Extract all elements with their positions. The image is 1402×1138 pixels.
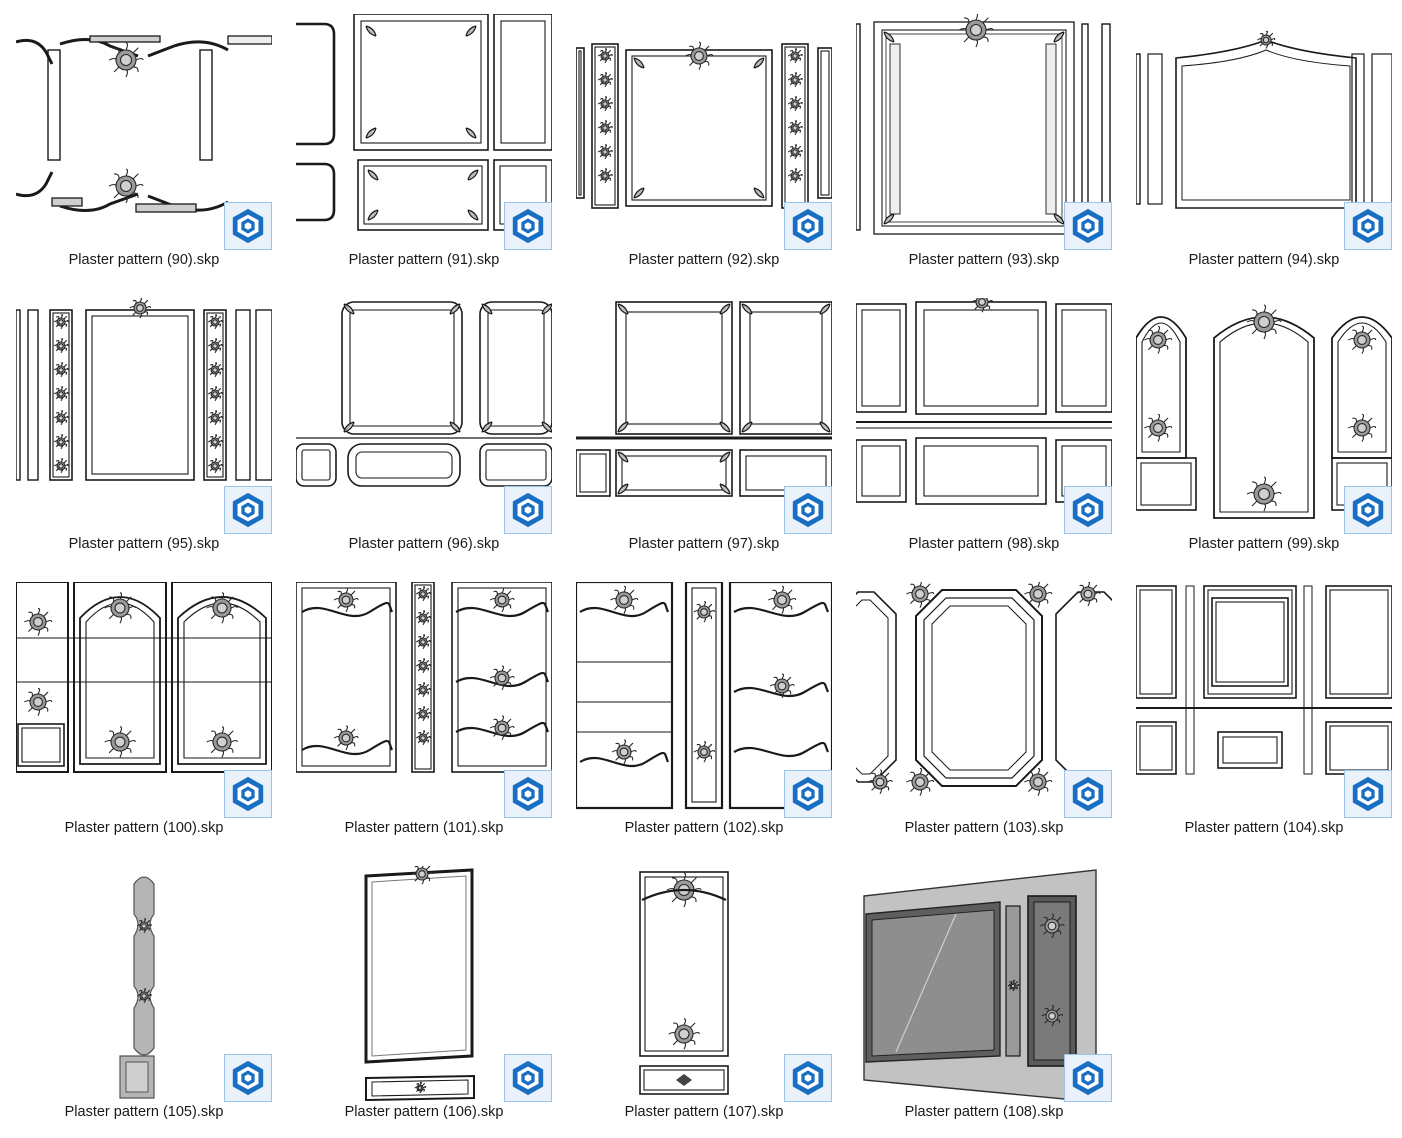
sketchup-file-icon — [224, 202, 272, 250]
plaster-pattern-preview — [856, 582, 1112, 796]
file-name-label[interactable]: Plaster pattern (104).skp — [1184, 820, 1344, 836]
file-tile[interactable]: Plaster pattern (94).skp — [1136, 14, 1392, 286]
sketchup-file-icon — [1064, 202, 1112, 250]
plaster-pattern-preview — [1136, 304, 1392, 519]
file-name-label[interactable]: Plaster pattern (90).skp — [68, 252, 220, 268]
sketchup-file-icon — [784, 486, 832, 534]
file-thumbnail[interactable] — [856, 582, 1112, 818]
file-tile[interactable]: Plaster pattern (101).skp — [296, 582, 552, 854]
plaster-pattern-preview — [296, 582, 552, 773]
file-thumbnail[interactable] — [1136, 298, 1392, 534]
file-thumbnail[interactable] — [16, 866, 272, 1102]
file-name-label[interactable]: Plaster pattern (97).skp — [628, 536, 780, 552]
sketchup-file-icon — [1064, 486, 1112, 534]
sketchup-file-icon — [784, 770, 832, 818]
sketchup-file-icon — [784, 202, 832, 250]
file-thumbnail[interactable] — [296, 582, 552, 818]
file-name-label[interactable]: Plaster pattern (106).skp — [344, 1104, 504, 1120]
file-name-label[interactable]: Plaster pattern (91).skp — [348, 252, 500, 268]
file-thumbnail[interactable] — [856, 298, 1112, 534]
file-thumbnail[interactable] — [576, 866, 832, 1102]
file-name-label[interactable]: Plaster pattern (108).skp — [904, 1104, 1064, 1120]
file-tile[interactable]: Plaster pattern (107).skp — [576, 866, 832, 1138]
file-name-label[interactable]: Plaster pattern (105).skp — [64, 1104, 224, 1120]
sketchup-file-icon — [1344, 486, 1392, 534]
sketchup-file-icon — [1344, 202, 1392, 250]
file-thumbnail[interactable] — [296, 14, 552, 250]
sketchup-file-icon — [1064, 1054, 1112, 1102]
plaster-pattern-preview — [364, 866, 475, 1102]
file-name-label[interactable]: Plaster pattern (95).skp — [68, 536, 220, 552]
file-name-label[interactable]: Plaster pattern (107).skp — [624, 1104, 784, 1120]
file-tile[interactable]: Plaster pattern (105).skp — [16, 866, 272, 1138]
file-tile[interactable]: Plaster pattern (93).skp — [856, 14, 1112, 286]
plaster-pattern-preview — [576, 582, 832, 810]
file-name-label[interactable]: Plaster pattern (94).skp — [1188, 252, 1340, 268]
plaster-pattern-preview — [1136, 585, 1392, 775]
plaster-pattern-preview — [639, 871, 729, 1095]
file-tile[interactable]: Plaster pattern (100).skp — [16, 582, 272, 854]
file-thumbnail[interactable] — [856, 14, 1112, 250]
sketchup-file-icon — [1064, 770, 1112, 818]
sketchup-file-icon — [224, 486, 272, 534]
file-tile[interactable]: Plaster pattern (95).skp — [16, 298, 272, 570]
file-tile[interactable]: Plaster pattern (106).skp — [296, 866, 552, 1138]
plaster-pattern-preview — [16, 298, 272, 481]
sketchup-file-icon — [504, 1054, 552, 1102]
file-name-label[interactable]: Plaster pattern (96).skp — [348, 536, 500, 552]
file-tile[interactable]: Plaster pattern (91).skp — [296, 14, 552, 286]
file-tile[interactable]: Plaster pattern (99).skp — [1136, 298, 1392, 570]
file-name-label[interactable]: Plaster pattern (93).skp — [908, 252, 1060, 268]
file-thumbnail[interactable] — [1136, 582, 1392, 818]
file-tile[interactable]: Plaster pattern (102).skp — [576, 582, 832, 854]
file-thumbnail[interactable] — [296, 866, 552, 1102]
file-tile[interactable]: Plaster pattern (97).skp — [576, 298, 832, 570]
plaster-pattern-preview — [856, 298, 1112, 505]
file-thumbnail[interactable] — [576, 298, 832, 534]
plaster-pattern-preview — [576, 301, 832, 497]
file-thumbnail[interactable] — [296, 298, 552, 534]
plaster-pattern-preview — [863, 869, 1097, 1102]
file-thumbnail[interactable] — [16, 582, 272, 818]
plaster-pattern-preview — [1136, 30, 1392, 209]
file-name-label[interactable]: Plaster pattern (100).skp — [64, 820, 224, 836]
sketchup-file-icon — [504, 202, 552, 250]
file-tile[interactable]: Plaster pattern (108).skp — [856, 866, 1112, 1138]
plaster-pattern-preview — [16, 582, 272, 773]
file-name-label[interactable]: Plaster pattern (102).skp — [624, 820, 784, 836]
sketchup-file-icon — [224, 770, 272, 818]
sketchup-file-icon — [504, 770, 552, 818]
file-thumbnail[interactable] — [1136, 14, 1392, 250]
file-thumbnail[interactable] — [576, 582, 832, 818]
sketchup-file-icon — [504, 486, 552, 534]
file-tile[interactable]: Plaster pattern (98).skp — [856, 298, 1112, 570]
file-thumbnail[interactable] — [576, 14, 832, 250]
file-tile[interactable]: Plaster pattern (90).skp — [16, 14, 272, 286]
plaster-pattern-preview — [119, 876, 155, 1099]
file-name-label[interactable]: Plaster pattern (99).skp — [1188, 536, 1340, 552]
file-thumbnail[interactable] — [856, 866, 1112, 1102]
file-thumbnail[interactable] — [16, 14, 272, 250]
plaster-pattern-preview — [296, 14, 552, 231]
file-name-label[interactable]: Plaster pattern (103).skp — [904, 820, 1064, 836]
file-name-label[interactable]: Plaster pattern (98).skp — [908, 536, 1060, 552]
file-name-label[interactable]: Plaster pattern (92).skp — [628, 252, 780, 268]
sketchup-file-icon — [784, 1054, 832, 1102]
file-tile[interactable]: Plaster pattern (104).skp — [1136, 582, 1392, 854]
sketchup-file-icon — [1344, 770, 1392, 818]
plaster-pattern-preview — [576, 41, 832, 209]
file-name-label[interactable]: Plaster pattern (101).skp — [344, 820, 504, 836]
file-thumbnail[interactable] — [16, 298, 272, 534]
file-tile[interactable]: Plaster pattern (103).skp — [856, 582, 1112, 854]
file-tile[interactable]: Plaster pattern (96).skp — [296, 298, 552, 570]
file-tile[interactable]: Plaster pattern (92).skp — [576, 14, 832, 286]
plaster-pattern-preview — [856, 14, 1111, 235]
sketchup-file-icon — [224, 1054, 272, 1102]
plaster-pattern-preview — [16, 35, 272, 213]
